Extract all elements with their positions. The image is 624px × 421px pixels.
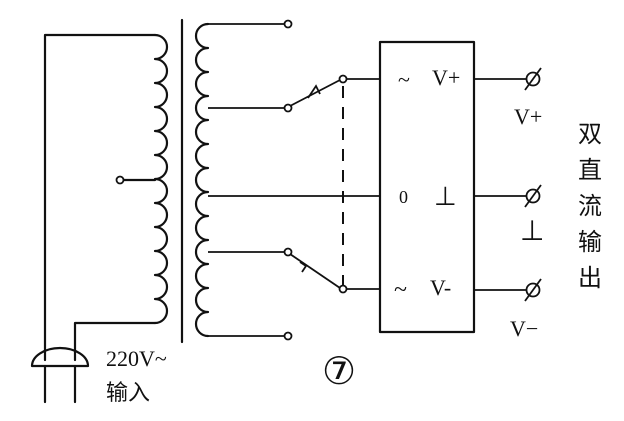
side-label-char: 流 bbox=[578, 192, 602, 220]
selector-switch-top bbox=[289, 74, 380, 107]
rect-pos-in: ~ bbox=[398, 67, 410, 92]
side-label-char: 双 bbox=[578, 120, 602, 148]
side-label-char: 出 bbox=[578, 264, 602, 292]
input-voltage-label: 220V~ bbox=[106, 346, 167, 371]
rect-neg-out: V- bbox=[430, 275, 451, 300]
selector-switch-bottom bbox=[289, 253, 380, 294]
input-label: 输入 bbox=[106, 381, 150, 406]
side-label-char: 输 bbox=[578, 228, 602, 256]
rect-pos-out: V+ bbox=[432, 65, 460, 90]
output-terminal-neg bbox=[524, 278, 542, 302]
side-label-char: 直 bbox=[578, 156, 602, 184]
rect-mid-out: ⊥ bbox=[434, 182, 457, 211]
rect-mid-in: 0 bbox=[399, 187, 408, 207]
secondary-winding bbox=[194, 19, 380, 341]
output-label-gnd: ⊥ bbox=[520, 216, 544, 247]
side-label: 双 直 流 输 出 bbox=[578, 120, 602, 292]
figure-number: ⑦ bbox=[322, 349, 356, 393]
output-label-pos: V+ bbox=[514, 104, 542, 129]
output-terminal-pos bbox=[524, 67, 542, 91]
output-terminal-gnd bbox=[524, 184, 542, 208]
primary-winding bbox=[43, 33, 169, 362]
mains-plug bbox=[30, 346, 90, 404]
rect-neg-in: ~ bbox=[394, 277, 407, 303]
output-label-neg: V− bbox=[510, 316, 538, 341]
rectifier-box bbox=[378, 40, 476, 334]
